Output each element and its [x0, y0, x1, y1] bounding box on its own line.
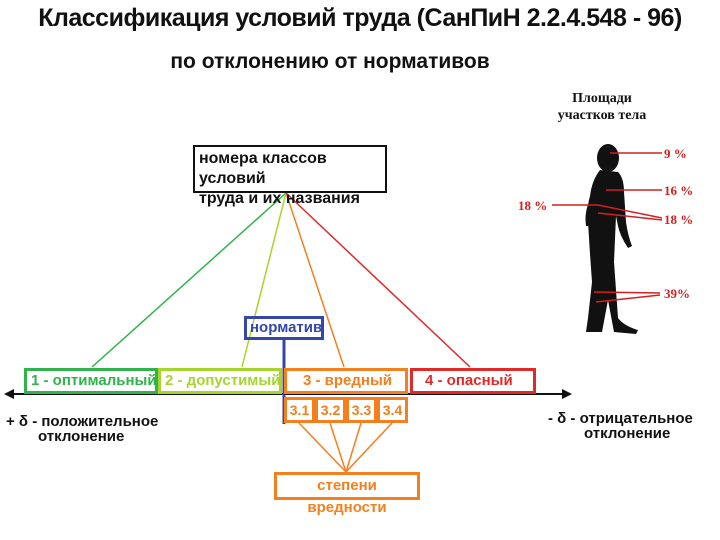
subclass-3-2: 3.2: [315, 397, 346, 423]
pct-back: 18 %: [664, 212, 694, 227]
positive-deviation-line1: положительное: [41, 413, 159, 430]
line-to-class-1: [91, 192, 287, 368]
line-sub-1: [298, 422, 347, 473]
pct-arms: 18 %: [518, 198, 548, 213]
line-to-class-2: [241, 192, 287, 368]
class-box-line2: труда и их названия: [199, 190, 360, 207]
line-sub-2: [329, 422, 347, 473]
subclass-3-4: 3.4: [377, 397, 408, 423]
body-areas-title: Площади участков тела: [552, 90, 652, 124]
positive-deviation-line2: отклонение: [38, 428, 125, 445]
body-area-pointers: [552, 152, 663, 303]
class-1-box: 1 - оптимальный: [24, 368, 158, 394]
norm-box: норматив: [244, 316, 324, 340]
line-to-class-3: [285, 192, 345, 368]
class-2-box: 2 - допустимый: [158, 368, 282, 394]
pct-head: 9 %: [664, 146, 687, 161]
line-to-class-4: [285, 192, 471, 368]
axis-arrow-left: [4, 389, 14, 399]
line-sub-3: [345, 422, 362, 473]
line-sub-4: [345, 422, 393, 473]
negative-deviation-line2: отклонение: [584, 425, 671, 442]
positive-deviation-label: + δ - положительное отклонение: [6, 414, 158, 444]
class-4-box: 4 - опасный: [410, 368, 536, 394]
positive-deviation-symbol: + δ -: [6, 413, 38, 430]
page-subtitle: по отклонению от нормативов: [170, 50, 490, 73]
pct-legs: 39%: [664, 286, 690, 301]
negative-deviation-label: - δ - отрицательное отклонение: [548, 411, 693, 441]
pct-torso: 16 %: [664, 183, 694, 198]
class-box-line1: номера классов условий: [199, 150, 327, 187]
page-title: Классификация условий труда (СанПиН 2.2.…: [38, 4, 682, 32]
class-names-box: номера классов условий труда и их назван…: [193, 145, 387, 207]
class-3-box: 3 - вредный: [284, 368, 408, 394]
negative-deviation-line1: отрицательное: [579, 410, 693, 427]
axis-arrow-right: [562, 389, 572, 399]
body-areas-title-line2: участков тела: [557, 108, 647, 123]
subclass-3-1: 3.1: [284, 397, 315, 423]
human-silhouette-icon: [585, 144, 638, 334]
harm-degree-box: степени вредности: [274, 472, 420, 516]
subclass-3-3: 3.3: [346, 397, 377, 423]
negative-deviation-symbol: - δ -: [548, 410, 576, 427]
body-areas-title-line1: Площади: [572, 91, 632, 106]
